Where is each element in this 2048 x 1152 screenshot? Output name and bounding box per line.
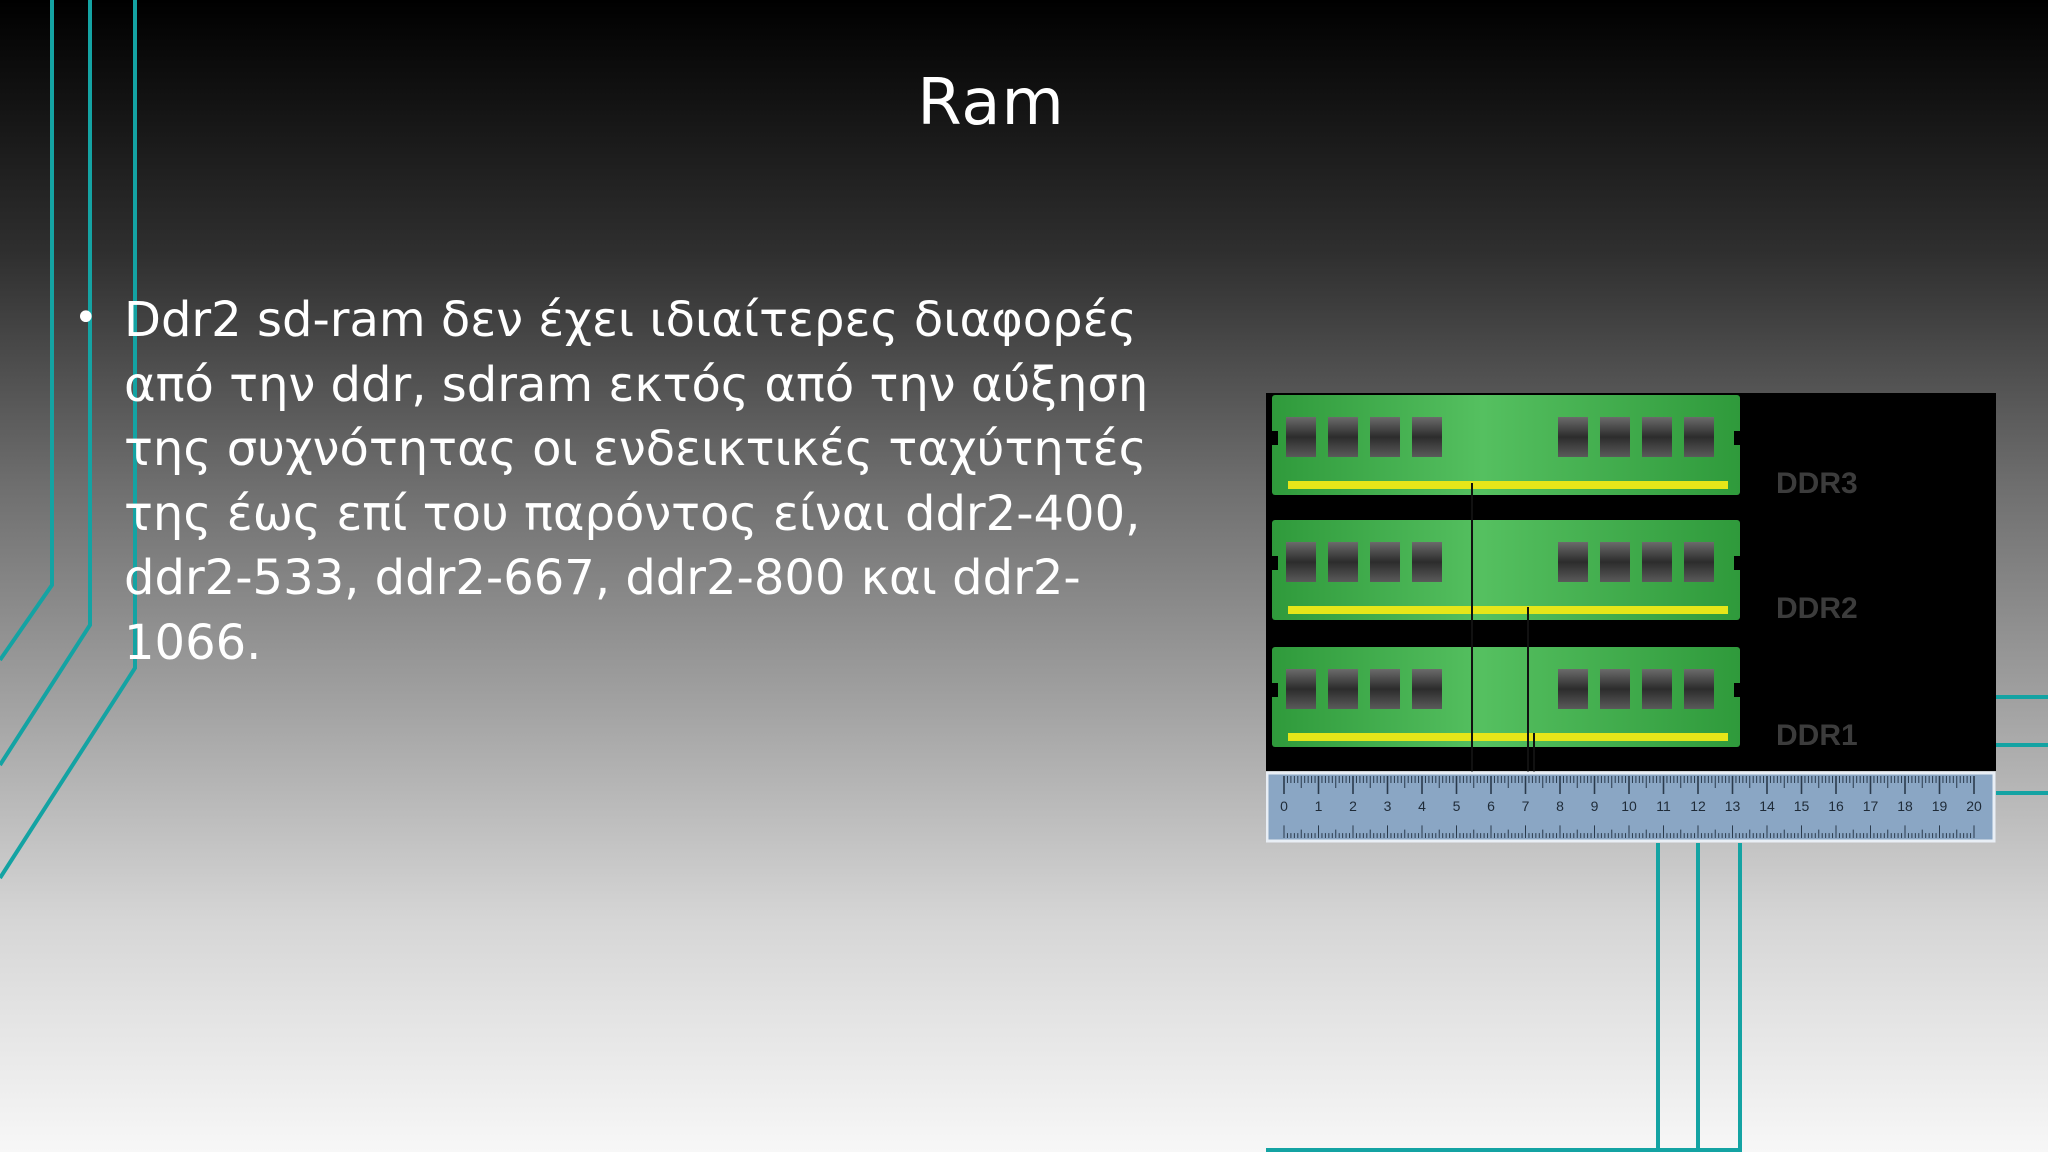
bullet-text: Ddr2 sd-ram δεν έχει ιδιαίτερες διαφορές… [124,292,1149,671]
module-notch [1266,556,1278,570]
chip [1684,669,1714,709]
module-notch [1734,431,1746,445]
module-ddr3: DDR3 [1266,395,1858,500]
chip [1412,542,1442,582]
circuit-line-left-1 [0,0,54,662]
chip [1558,417,1588,457]
module-ddr2: DDR2 [1266,520,1858,625]
chip [1684,417,1714,457]
module-ddr1: DDR1 [1266,647,1858,752]
module-notch [1266,431,1278,445]
ruler-label: 1 [1315,798,1323,814]
ram-modules-figure: DDR3 DDR2 DDR1 [1266,393,1996,843]
chip [1328,542,1358,582]
bullet-list: • Ddr2 sd-ram δεν έχει ιδιαίτερες διαφορ… [70,288,1210,675]
chip [1370,669,1400,709]
ruler-label: 2 [1349,798,1357,814]
ruler-label: 11 [1656,798,1671,814]
chip [1412,417,1442,457]
ruler-label: 10 [1621,798,1637,814]
ruler-ticks [1283,776,1975,838]
circuit-line-left-3 [0,0,137,880]
ruler-label: 9 [1591,798,1599,814]
circuit-line-left-2 [0,0,92,767]
ruler-label: 19 [1932,798,1948,814]
chip [1642,669,1672,709]
bullet-dot-icon: • [74,295,98,341]
ruler-label: 6 [1487,798,1495,814]
ruler-label: 7 [1522,798,1530,814]
pin-strip [1288,733,1728,741]
ruler-label: 13 [1725,798,1741,814]
ruler-label: 3 [1384,798,1392,814]
chip [1286,542,1316,582]
module-label: DDR2 [1776,592,1858,625]
ruler-label: 18 [1897,798,1913,814]
module-notch [1734,683,1746,697]
chip [1558,669,1588,709]
ruler-label: 8 [1556,798,1564,814]
module-label: DDR3 [1776,467,1858,500]
module-notch [1734,556,1746,570]
chip [1412,669,1442,709]
chip [1642,542,1672,582]
chip [1600,417,1630,457]
chip [1600,669,1630,709]
chip [1370,542,1400,582]
ruler-label: 14 [1759,798,1775,814]
module-label: DDR1 [1776,719,1858,752]
chip [1286,417,1316,457]
chip [1600,542,1630,582]
pin-strip [1288,606,1728,614]
chip [1328,417,1358,457]
ruler-label: 17 [1863,798,1879,814]
ruler-label: 16 [1828,798,1844,814]
ruler-label: 4 [1418,798,1426,814]
chip [1684,542,1714,582]
ruler-label: 12 [1690,798,1706,814]
slide-title: Ram [917,66,1065,140]
chip [1370,417,1400,457]
ruler-label: 15 [1794,798,1810,814]
ruler-label: 20 [1966,798,1982,814]
chip [1328,669,1358,709]
chip [1558,542,1588,582]
module-notch [1266,683,1278,697]
chip [1642,417,1672,457]
bullet-item: • Ddr2 sd-ram δεν έχει ιδιαίτερες διαφορ… [70,288,1210,675]
chip [1286,669,1316,709]
ruler-label: 0 [1280,798,1288,814]
ruler-label: 5 [1453,798,1461,814]
pin-strip [1288,481,1728,489]
